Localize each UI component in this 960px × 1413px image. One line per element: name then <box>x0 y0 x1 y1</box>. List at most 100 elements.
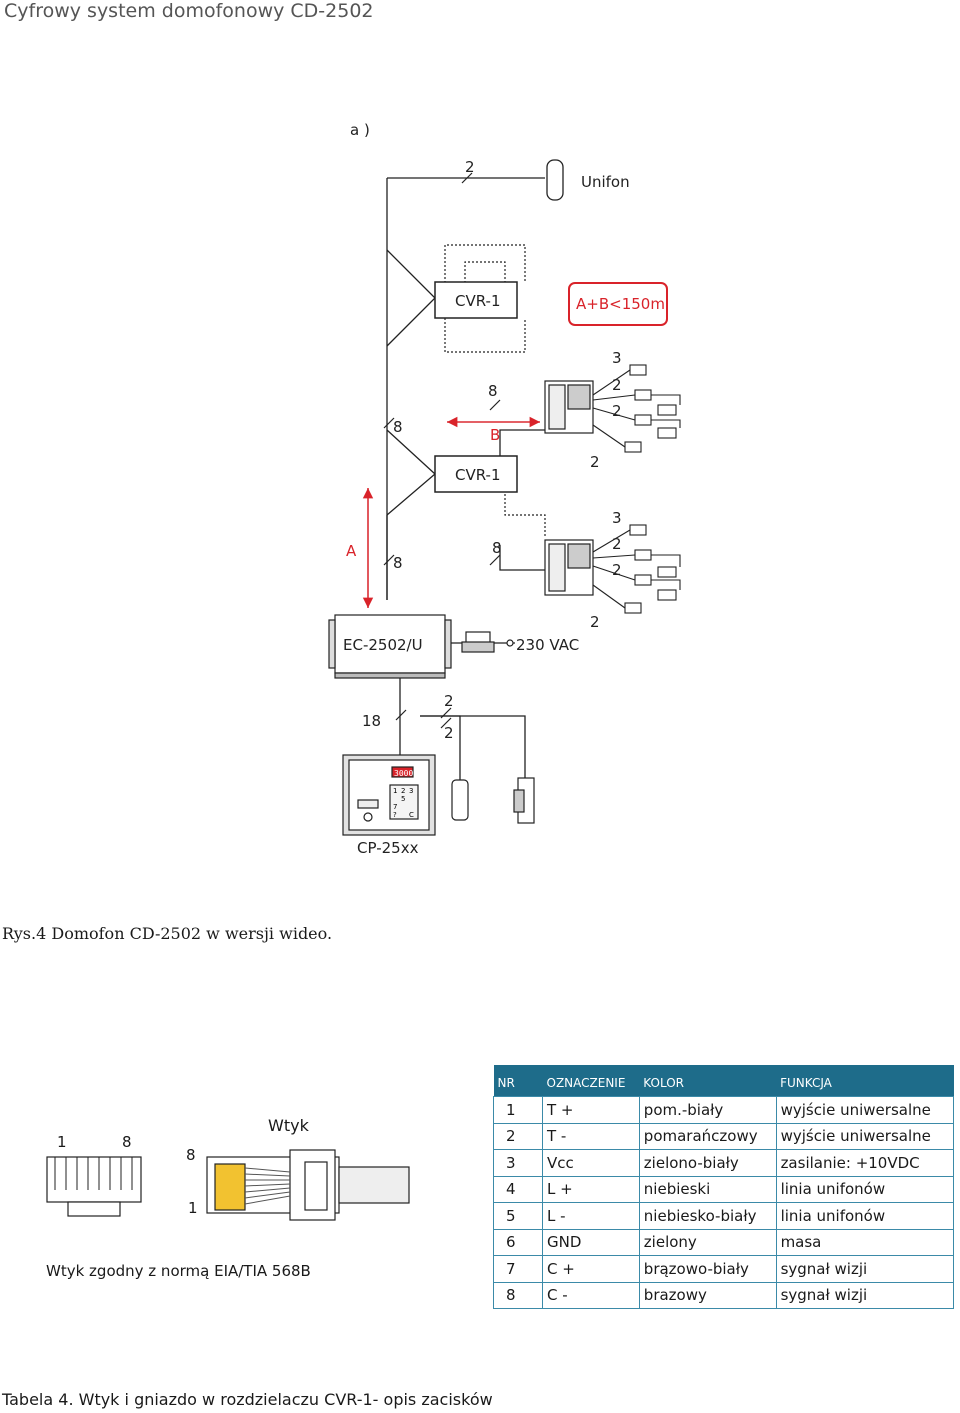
ec-label: EC-2502/U <box>343 636 423 654</box>
wire-count-unifon: 2 <box>465 158 475 176</box>
page-title: Cyfrowy system domofonowy CD-2502 <box>4 0 374 22</box>
cell-kolor: zielony <box>638 1228 777 1256</box>
cell-funkcja: wyjście uniwersalne <box>775 1122 955 1150</box>
cell-funkcja: linia unifonów <box>775 1202 955 1230</box>
panel-key: ? <box>393 811 397 819</box>
cell-oznaczenie: Vcc <box>542 1149 640 1177</box>
cell-nr: 1 <box>493 1096 543 1124</box>
header-funkcja: FUNKCJA <box>776 1065 954 1097</box>
cell-oznaczenie: T - <box>542 1122 640 1150</box>
wire-count-monitor-upper: 8 <box>488 382 498 400</box>
table-row: 2 T - pomarańczowy wyjście uniwersalne <box>493 1122 955 1150</box>
video-monitor-upper-icon <box>544 380 594 434</box>
cell-kolor: brazowy <box>638 1281 777 1309</box>
pinout-table: NR OZNACZENIE KOLOR FUNKCJA 1 T + pom.-b… <box>493 1065 955 1309</box>
wire-count-mon-u-2c: 2 <box>590 453 600 471</box>
table-row: 1 T + pom.-biały wyjście uniwersalne <box>493 1096 955 1124</box>
vac-label: 230 VAC <box>516 636 579 654</box>
cell-oznaczenie: GND <box>542 1228 640 1256</box>
plug-pin-8: 8 <box>186 1146 196 1164</box>
cell-funkcja: sygnał wizji <box>775 1255 955 1283</box>
wire-count-cp-18: 18 <box>362 712 381 730</box>
cell-kolor: pomarańczowy <box>638 1122 777 1150</box>
rj45-plug-icon <box>206 1149 410 1221</box>
cell-funkcja: linia unifonów <box>775 1175 955 1203</box>
cp-label: CP-25xx <box>357 839 419 857</box>
table-row: 5 L - niebiesko-biały linia unifonów <box>493 1202 955 1230</box>
table-row: 7 C + brązowo-biały sygnał wizji <box>493 1255 955 1283</box>
table-row: 3 Vcc zielono-biały zasilanie: +10VDC <box>493 1149 955 1177</box>
unifon-label: Unifon <box>581 173 630 191</box>
header-oznaczenie: OZNACZENIE <box>542 1065 640 1097</box>
cell-nr: 7 <box>493 1255 543 1283</box>
wire-count-mon-l-3: 3 <box>612 509 622 527</box>
wire-count-trunk-lower: 8 <box>393 554 403 572</box>
cell-kolor: zielono-biały <box>638 1149 777 1177</box>
cvr-middle-box <box>434 455 518 493</box>
table-caption: Tabela 4. Wtyk i gniazdo w rozdzielaczu … <box>2 1390 493 1409</box>
cell-kolor: brązowo-biały <box>638 1255 777 1283</box>
cell-funkcja: wyjście uniwersalne <box>775 1096 955 1124</box>
video-monitor-lower-icon <box>544 539 594 596</box>
panel-key: 2 <box>401 787 405 795</box>
mains-plug-icon <box>461 631 495 653</box>
cell-funkcja: masa <box>775 1228 955 1256</box>
cell-kolor: pom.-biały <box>638 1096 777 1124</box>
cell-nr: 3 <box>493 1149 543 1177</box>
panel-key: 5 <box>401 795 405 803</box>
plug-pin-1: 1 <box>188 1199 198 1217</box>
plug-standard-note: Wtyk zgodny z normą EIA/TIA 568B <box>46 1262 311 1280</box>
label-B: B <box>490 426 500 444</box>
cvr-upper-label: CVR-1 <box>455 292 501 310</box>
cell-oznaczenie: L + <box>542 1175 640 1203</box>
panel-key: 7 <box>393 803 397 811</box>
variant-label: a ) <box>350 121 370 139</box>
label-A: A <box>346 542 357 560</box>
cvr-middle-label: CVR-1 <box>455 466 501 484</box>
table-row: 6 GND zielony masa <box>493 1228 955 1256</box>
wire-count-mon-l-2b: 2 <box>612 561 622 579</box>
cell-funkcja: zasilanie: +10VDC <box>775 1149 955 1177</box>
ec-power-supply <box>328 614 452 679</box>
socket-pin-8: 8 <box>122 1133 132 1151</box>
figure-caption: Rys.4 Domofon CD-2502 w wersji wideo. <box>2 924 333 943</box>
cell-oznaczenie: T + <box>542 1096 640 1124</box>
door-strike-icon <box>513 777 535 824</box>
table-row: 8 C - brazowy sygnał wizji <box>493 1281 955 1309</box>
cell-nr: 8 <box>493 1281 543 1309</box>
wire-count-mon-u-2b: 2 <box>612 402 622 420</box>
rj45-socket-icon <box>46 1156 142 1217</box>
cell-oznaczenie: L - <box>542 1202 640 1230</box>
panel-display: 3000 <box>394 769 413 778</box>
distance-box <box>568 282 668 326</box>
socket-pin-1: 1 <box>57 1133 67 1151</box>
cell-oznaczenie: C - <box>542 1281 640 1309</box>
wire-count-cp-2b: 2 <box>444 724 454 742</box>
cell-nr: 5 <box>493 1202 543 1230</box>
unifon-icon <box>546 159 564 201</box>
plug-title: Wtyk <box>268 1116 309 1135</box>
cell-kolor: niebiesko-biały <box>638 1202 777 1230</box>
panel-key: 3 <box>409 787 413 795</box>
panel-key: C <box>409 811 414 819</box>
wire-count-mon-l-2c: 2 <box>590 613 600 631</box>
cell-kolor: niebieski <box>638 1175 777 1203</box>
panel-key: 1 <box>393 787 397 795</box>
door-button-icon <box>451 779 469 821</box>
wire-count-mon-u-3: 3 <box>612 349 622 367</box>
wire-count-mon-l-2a: 2 <box>612 535 622 553</box>
cell-funkcja: sygnał wizji <box>775 1281 955 1309</box>
wire-count-monitor-lower: 8 <box>492 539 502 557</box>
cell-nr: 4 <box>493 1175 543 1203</box>
wire-count-mon-u-2a: 2 <box>612 376 622 394</box>
cell-oznaczenie: C + <box>542 1255 640 1283</box>
call-panel-cp25xx <box>342 754 436 836</box>
wire-count-cp-2a: 2 <box>444 692 454 710</box>
table-header-row: NR OZNACZENIE KOLOR FUNKCJA <box>493 1065 954 1097</box>
distance-label: A+B<150m <box>576 295 665 313</box>
wire-count-trunk-upper: 8 <box>393 418 403 436</box>
cell-nr: 2 <box>493 1122 543 1150</box>
cell-nr: 6 <box>493 1228 543 1256</box>
header-kolor: KOLOR <box>639 1065 777 1097</box>
